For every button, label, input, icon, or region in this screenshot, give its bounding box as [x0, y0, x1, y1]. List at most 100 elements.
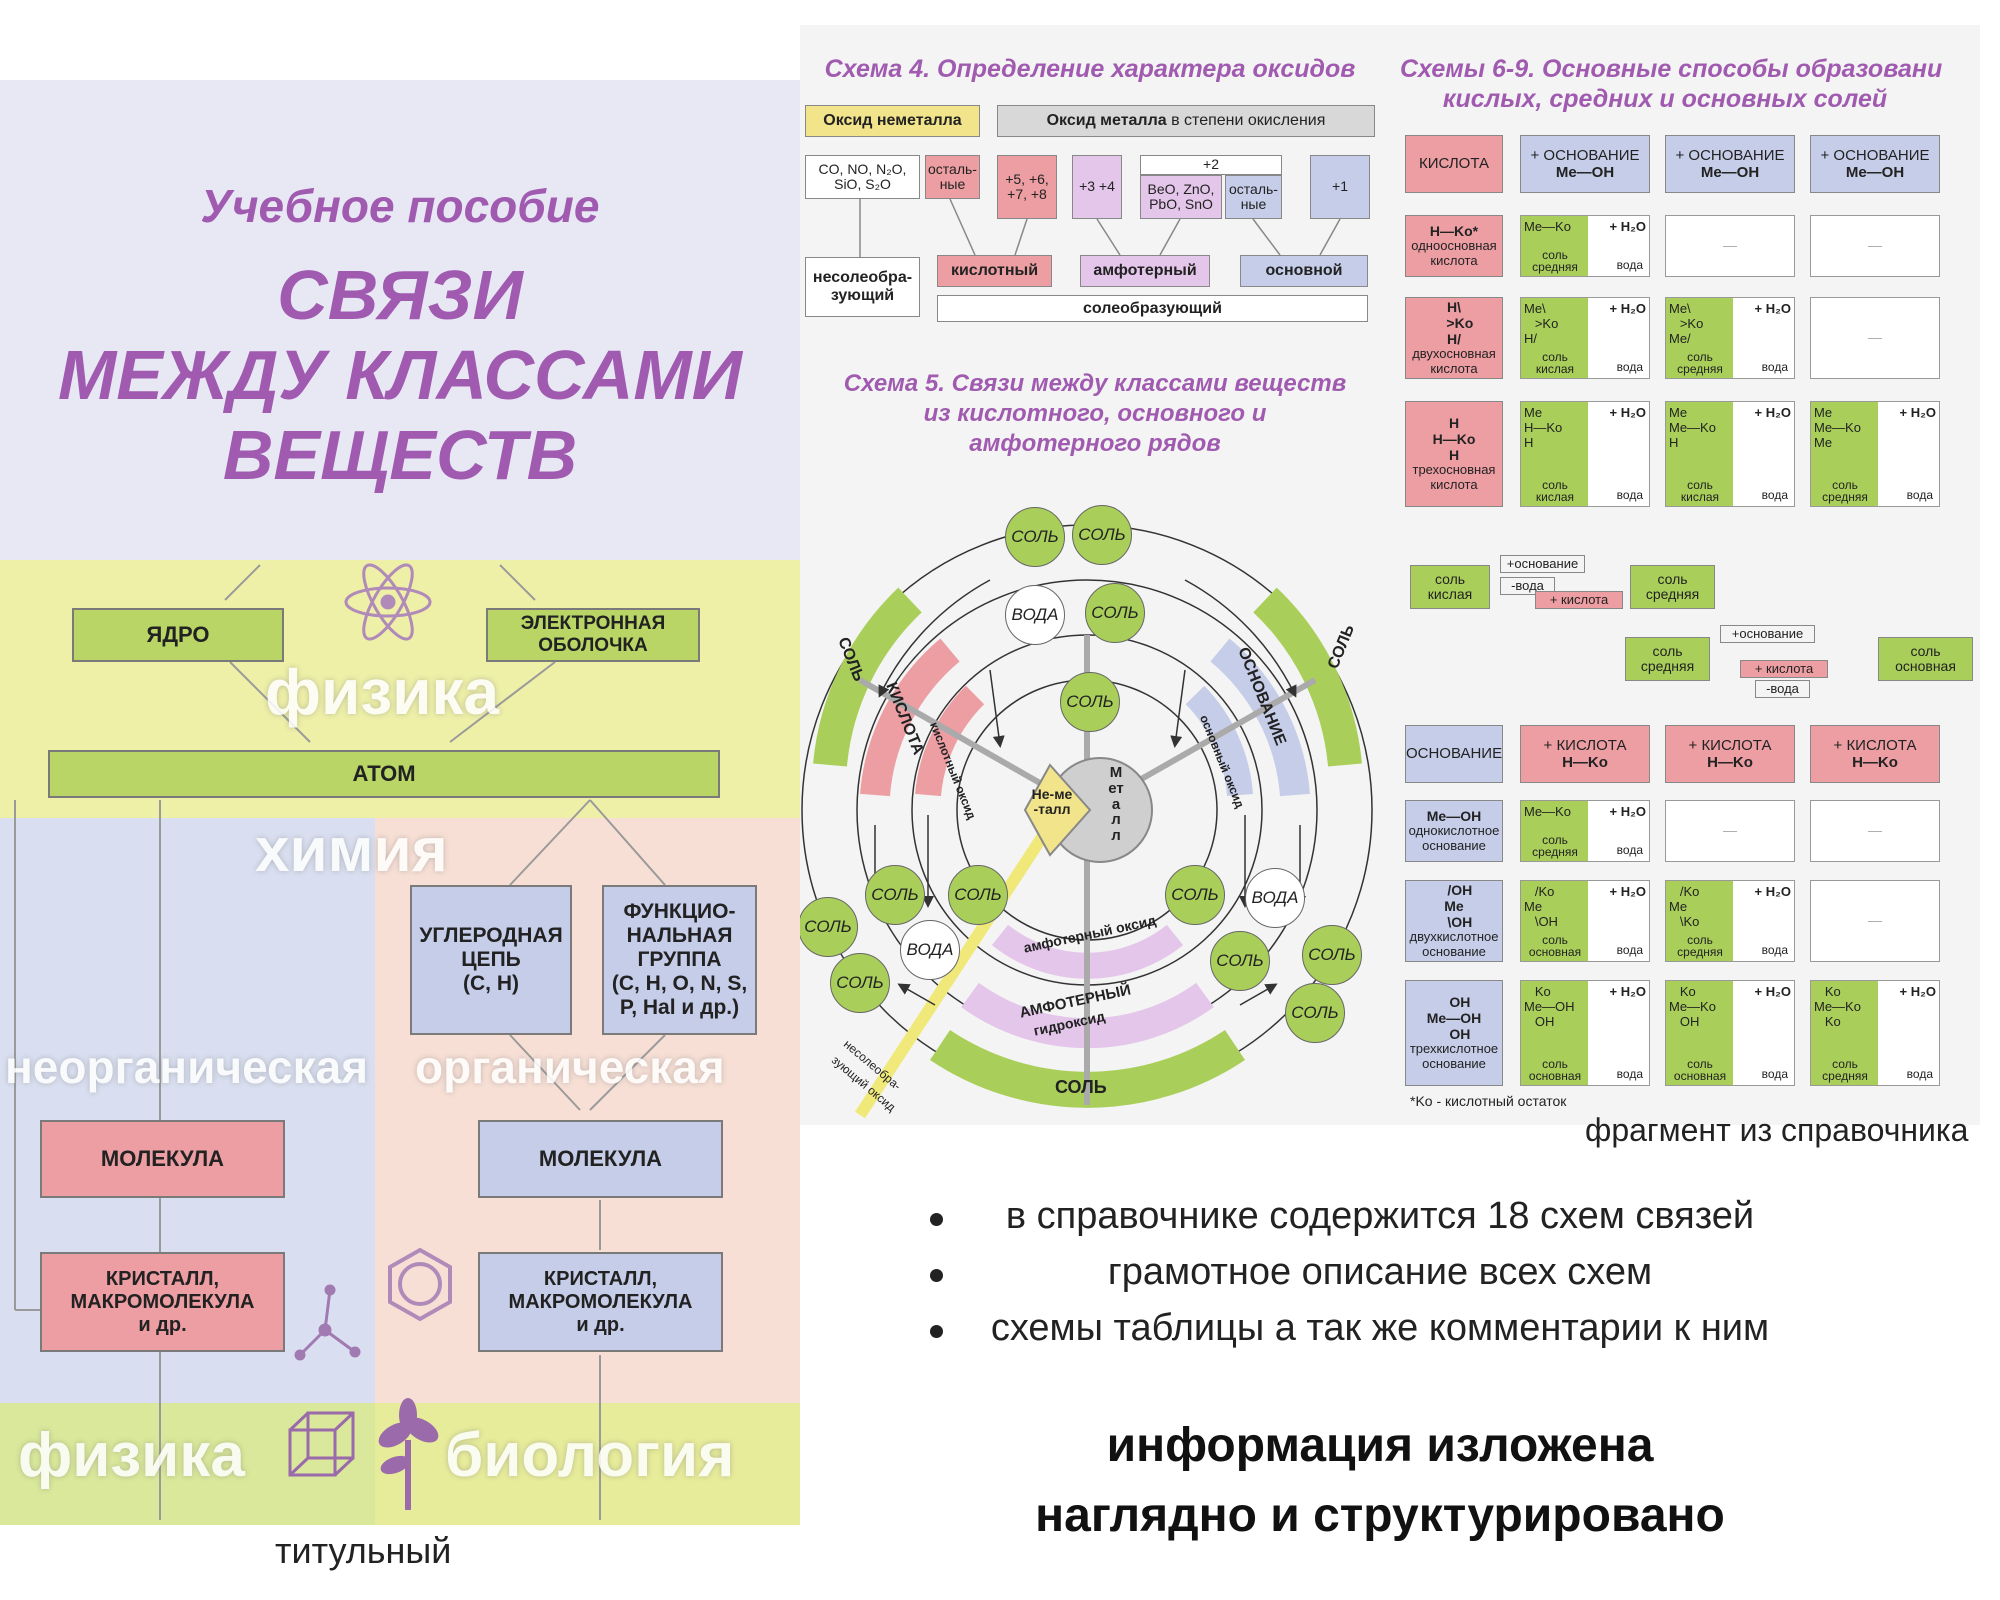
salt-node: СОЛЬ [1210, 931, 1270, 991]
carbon-chain-box: УГЛЕРОДНАЯ ЦЕПЬ (C, H) [410, 885, 572, 1035]
salt-forming-box: солеобразующий [937, 295, 1368, 322]
di-base-result-1-salt-label: соль основная [1528, 932, 1582, 960]
tri-acid-result-2-salt-label: соль кислая [1680, 477, 1720, 505]
plus-base-header-3-l1: + ОСНОВАНИЕ [1820, 146, 1930, 164]
tri-base-result-2-salt [1666, 981, 1733, 1085]
mono-base-row-formula-icon: Me—OH [1426, 808, 1482, 825]
di-acid-result-2-formula-icon: Me\ >Ko Me/ [1669, 301, 1704, 346]
carbon-chain-l1: УГЛЕРОДНАЯ [419, 923, 563, 947]
func-group-l4: (C, H, O, N, S, [611, 972, 748, 996]
amphoteric-oxide-box: амфотерный [1080, 255, 1210, 287]
tri-base-result-2-water: вода [1761, 1066, 1788, 1081]
bullet-1-icon [930, 1213, 943, 1226]
tri-base-result-1-water: вода [1616, 1066, 1643, 1081]
metal-oxide-box: Оксид металла в степени окисления [997, 105, 1375, 137]
plus-base-header-3-l2: Me—OH [1845, 164, 1905, 181]
tri-acid-result-3-formula-icon: Me Me—Ko Me [1814, 405, 1861, 450]
tri-acid-result-1-salt-label: соль кислая [1535, 477, 1575, 505]
tri-acid-result-2-salt [1666, 402, 1733, 506]
tri-acid-result-3-h2o: + H₂O [1899, 405, 1936, 420]
nonsalt-l1: несолеобра- [812, 269, 913, 287]
func-group-l5: P, Hal и др.) [619, 996, 740, 1020]
crystal-inorganic-l3: и др. [138, 1313, 187, 1336]
electron-shell-l2: ОБОЛОЧКА [538, 635, 648, 656]
biology-label: биология [445, 1421, 735, 1490]
plus-acid-header-2-l2: H—Ko [1707, 754, 1753, 771]
crystal-organic-l3: и др. [576, 1313, 625, 1336]
di-base-result-2-water: вода [1761, 942, 1788, 957]
di-acid-result-1-h2o: + H₂O [1609, 301, 1646, 316]
nonsalt-l2: зующий [830, 287, 895, 304]
summary-line2: наглядно и структурировано [1035, 1489, 1725, 1542]
nucleus-box: ЯДРО [72, 608, 284, 662]
ox-state-34-box: +3 +4 [1072, 155, 1122, 219]
di-base-result-1-formula-icon: /Ko Me \OH [1524, 884, 1558, 929]
electron-shell-l1: ЭЛЕКТРОННАЯ [520, 613, 666, 635]
water-node: ВОДА [1245, 868, 1305, 928]
transition-plus-acid-2: + кислота [1740, 660, 1828, 678]
transition-plus-base: +основание [1500, 555, 1585, 573]
atom-icon [344, 563, 432, 641]
metal-oxide-label: Оксид металла [1046, 112, 1167, 130]
mono-acid-result-water: вода [1616, 257, 1643, 272]
mono-base-dash-3: — [1810, 800, 1940, 862]
mono-base-row-label: однокислотное основание [1408, 823, 1500, 854]
mono-acid-row-label: одноосновная кислота [1411, 238, 1497, 269]
feature-item-2: грамотное описание всех схем [930, 1251, 1830, 1307]
salt-node: СОЛЬ [1302, 925, 1362, 985]
di-base-dash-3: — [1810, 880, 1940, 962]
bullet-2-icon [930, 1269, 943, 1282]
crystal-inorganic-box: КРИСТАЛЛ, МАКРОМОЛЕКУЛА и др. [40, 1252, 285, 1352]
plus-acid-header-1-l1: + КИСЛОТА [1543, 736, 1627, 754]
feature-list: в справочнике содержится 18 схем связей … [930, 1195, 1830, 1363]
plus-base-header-1-l1: + ОСНОВАНИЕ [1530, 146, 1640, 164]
scheme5-title-l3: амфотерного рядов [969, 430, 1221, 457]
metal-oxide-suffix: в степени окисления [1171, 112, 1326, 130]
mono-base-result-h2o: + H₂O [1609, 804, 1646, 819]
di-acid-row: H\ >Ko H/двухосновная кислота [1405, 297, 1503, 379]
tri-base-row-formula-icon: OH Me—OH OH [1426, 993, 1482, 1043]
salt-node: СОЛЬ [1072, 505, 1132, 565]
salt-node: СОЛЬ [1085, 583, 1145, 643]
cover-title-line2: МЕЖДУ КЛАССАМИ [57, 336, 743, 414]
func-group-l3: ГРУППА [637, 947, 722, 971]
plus-base-header-1-l2: Me—OH [1555, 164, 1615, 181]
feature-item-3: схемы таблицы а так же комментарии к ним [930, 1307, 1830, 1363]
fragment-caption: фрагмент из справочника [1585, 1112, 1969, 1148]
di-base-result-2-h2o: + H₂O [1754, 884, 1791, 899]
transition-minus-water: -вода [1500, 577, 1555, 595]
plus-base-header-2-l2: Me—OH [1700, 164, 1760, 181]
mono-acid-row: H—Ko*одноосновная кислота [1405, 215, 1503, 277]
salt-node: СОЛЬ [865, 865, 925, 925]
amph-oxide-label: амфотерный оксид [1022, 911, 1158, 956]
ox-state-2-box: +2 [1140, 155, 1282, 175]
other-nonmetal-box: осталь-ные [925, 155, 980, 199]
mono-acid-dash-2: — [1665, 215, 1795, 277]
di-acid-result-2-salt [1666, 298, 1733, 378]
crystal-organic-box: КРИСТАЛЛ, МАКРОМОЛЕКУЛА и др. [478, 1252, 723, 1352]
reference-fragment: Схема 4. Определение характера оксидов О… [800, 25, 1980, 1125]
tri-acid-result-1-salt [1521, 402, 1588, 506]
tri-base-result-1-salt [1521, 981, 1588, 1085]
cover-top-band [0, 80, 800, 560]
cube-icon [288, 1411, 355, 1477]
water-node: ВОДА [900, 920, 960, 980]
metal-center: Металл [1108, 764, 1124, 844]
beo-l2: PbO, SnO [1149, 196, 1213, 212]
di-acid-result-2-salt-label: соль средняя [1677, 349, 1723, 377]
transition-minus-water-2: -вода [1755, 680, 1810, 698]
crystal-organic-l1: КРИСТАЛЛ, [543, 1267, 658, 1290]
transition-plus-acid: + кислота [1535, 591, 1623, 609]
transition-salt-middle-2: соль средняя [1625, 637, 1710, 681]
bullet-3-icon [930, 1325, 943, 1338]
scheme5-diagram [801, 524, 1373, 1119]
